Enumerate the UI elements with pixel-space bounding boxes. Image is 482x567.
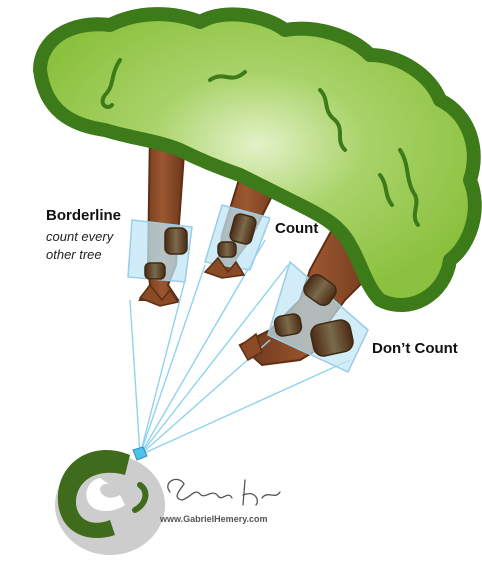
- label-borderline: Borderline: [46, 207, 121, 224]
- label-borderline-note-line1: count every: [46, 229, 113, 244]
- logo-mark: [55, 450, 165, 555]
- label-count: Count: [275, 220, 318, 237]
- watermark-website: www.GabrielHemery.com: [160, 514, 268, 524]
- label-dont-count: Don’t Count: [372, 340, 458, 357]
- signature: [168, 479, 280, 505]
- label-borderline-note-line2: other tree: [46, 247, 102, 262]
- trunk-cylinders: [145, 213, 355, 358]
- tree-canopy: [40, 14, 475, 305]
